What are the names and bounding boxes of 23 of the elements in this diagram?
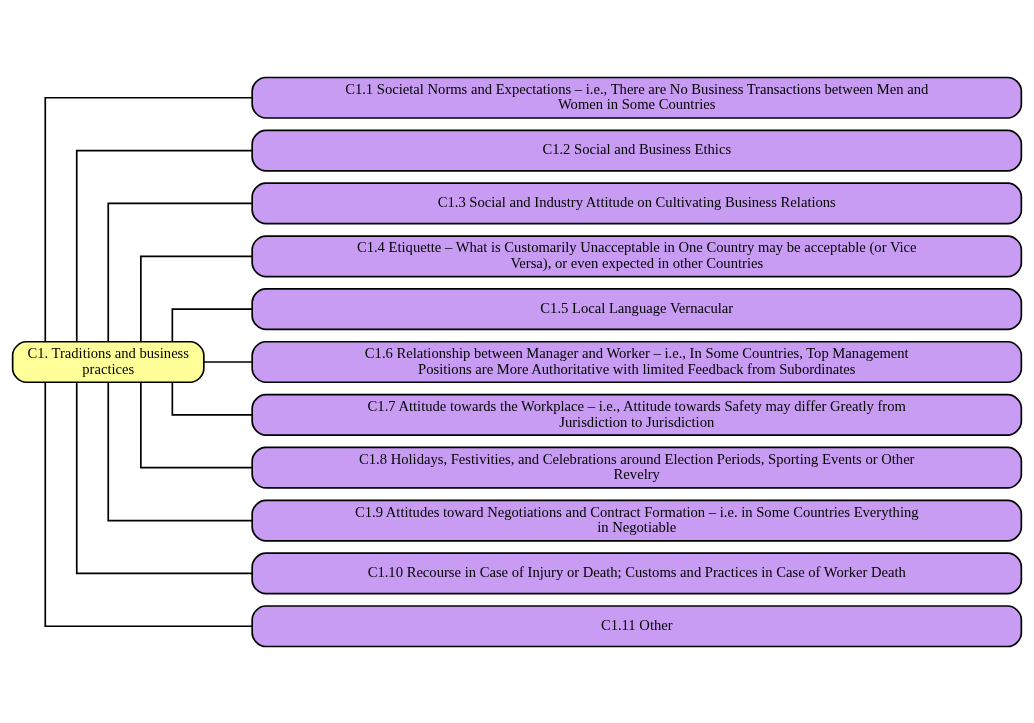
node-box: C1.10 Recourse in Case of Injury or Death; Customs and Practices in Case of Worker Death (251, 551, 1023, 594)
connector (171, 380, 254, 416)
node-box: C1.5 Local Language Vernacular (251, 287, 1023, 330)
connector (75, 149, 253, 343)
node-box: C1.8 Holidays, Festivities, and Celebrations around Election Periods, Sporting Events or Other Revelry (251, 446, 1023, 489)
node-box: C1.7 Attitude towards the Workplace – i.e., Attitude towards Safety may differ Greatly from Jurisdiction to Jurisdiction (251, 393, 1023, 436)
connector (203, 360, 253, 363)
connector (75, 380, 253, 574)
node-box: C1.3 Social and Industry Attitude on Cultivating Business Relations (251, 181, 1023, 225)
connector (140, 254, 253, 342)
node-box: C1.2 Social and Business Ethics (251, 129, 1023, 172)
node-box: C1.11 Other (251, 604, 1023, 647)
connector (44, 380, 253, 627)
connector (44, 96, 253, 343)
node-box: C1.9 Attitudes toward Negotiations and Contract Formation – i.e. in Some Countries Everything in Negotiable (251, 498, 1023, 542)
connector (171, 307, 254, 343)
node-box: C1.1 Societal Norms and Expectations – i.e., There are No Business Transactions between Men and Women in Some Countries (251, 76, 1023, 119)
connector (107, 381, 253, 521)
node-box: C1.6 Relationship between Manager and Worker – i.e., In Some Countries, Top Management Positions are More Authoritative with limited Feedback from Subordinates (251, 340, 1023, 383)
node-box: C1. Traditions and business practices (11, 340, 205, 383)
node-box: C1.4 Etiquette – What is Customarily Unacceptable in One Country may be acceptable (or Vice Versa), or even expected in other Countries (251, 234, 1023, 277)
connector (107, 202, 253, 342)
connector (140, 381, 253, 469)
